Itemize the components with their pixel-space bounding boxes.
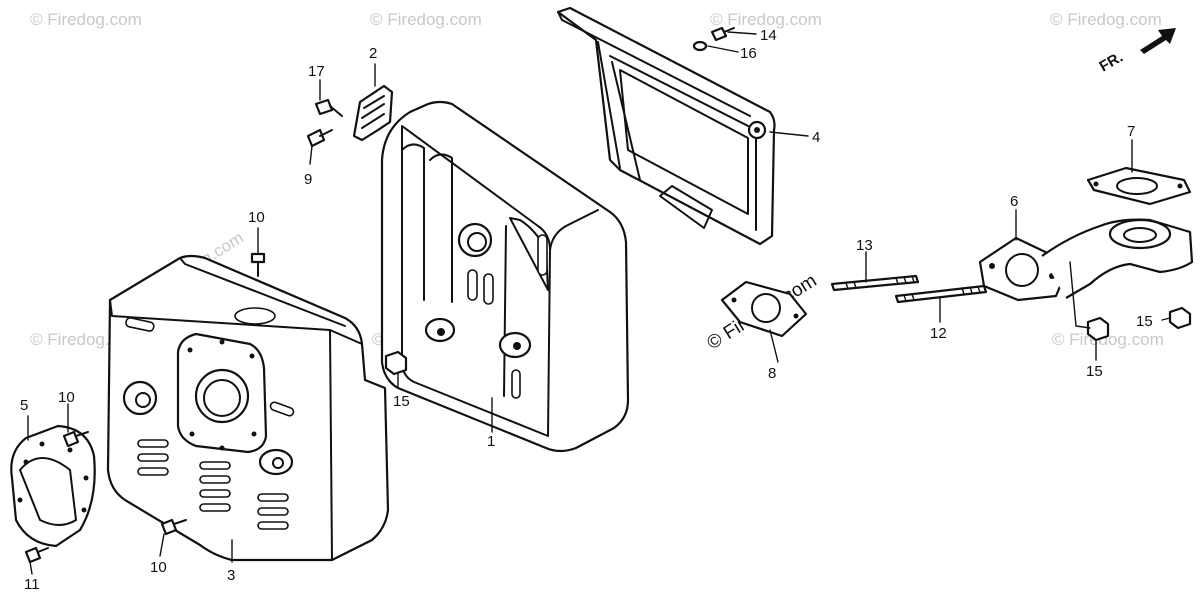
callout-13: 13: [856, 237, 873, 254]
arrow-icon: [1140, 28, 1176, 54]
front-direction-arrow: FR.: [1097, 28, 1176, 76]
watermark-text: © Firedog.com: [1052, 330, 1164, 349]
callout-17: 17: [308, 63, 325, 80]
watermark-text: © Firedog.com: [710, 10, 822, 29]
part-8-gasket: [720, 280, 808, 338]
callout-11: 11: [24, 576, 40, 593]
callout-5: 5: [20, 397, 28, 414]
callout-7: 7: [1127, 123, 1135, 140]
callout-14: 14: [760, 27, 777, 44]
watermark-text: © Firedog.com: [370, 10, 482, 29]
callout-15-mid: 15: [1086, 363, 1103, 380]
callout-10-left: 10: [58, 389, 75, 406]
callout-1: 1: [487, 433, 495, 450]
leader-lines: [27, 31, 1171, 575]
callout-12: 12: [930, 325, 947, 342]
callout-9: 9: [304, 171, 312, 188]
direction-label: FR.: [1097, 49, 1126, 76]
part-3-muffler-protector: [106, 254, 390, 562]
part-6-exhaust-pipe: [978, 218, 1194, 302]
callout-16: 16: [740, 45, 757, 62]
part-7-gasket: [1086, 166, 1192, 206]
callout-6: 6: [1010, 193, 1018, 210]
watermark-text: © Firedog.com: [30, 10, 142, 29]
part-5-tail-cover: [10, 424, 96, 548]
fasteners: [24, 26, 1192, 564]
callout-10-bottom: 10: [150, 559, 167, 576]
callout-labels: 1 2 3 4 5 6 7 8 9 10 10 10 11 12 13 14 1…: [20, 27, 1153, 593]
watermark-text: © Firedog.com: [1050, 10, 1162, 29]
callout-2: 2: [369, 45, 377, 62]
part-2-bracket: [352, 84, 394, 142]
callout-15-right: 15: [1136, 313, 1153, 330]
callout-8: 8: [768, 365, 776, 382]
part-4-heat-shield: [556, 6, 776, 246]
studs: [830, 274, 988, 304]
callout-4: 4: [812, 129, 820, 146]
part-1-muffler: [380, 100, 630, 453]
callout-10-top: 10: [248, 209, 265, 226]
callout-3: 3: [227, 567, 235, 584]
callout-15-left: 15: [393, 393, 410, 410]
